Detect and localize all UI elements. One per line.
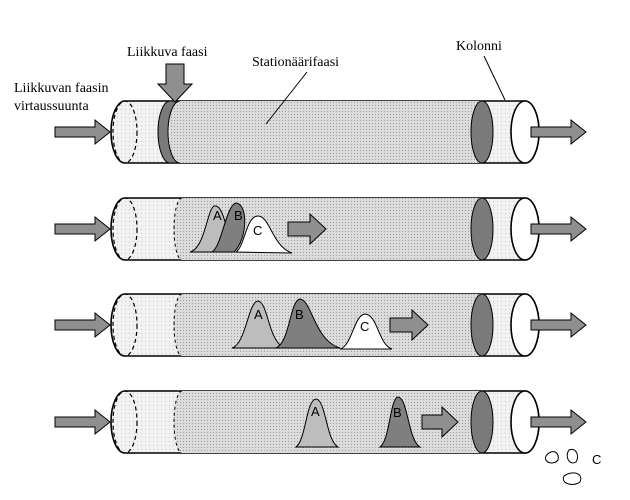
peak-a-label: A <box>213 208 222 223</box>
column-inlet-end <box>112 100 138 164</box>
peak-c-stage-2 <box>234 215 293 254</box>
flow-arrow-in <box>54 118 111 146</box>
stationary-phase-fill <box>170 101 482 163</box>
peak-b-stage-2 <box>210 202 246 253</box>
eluted-c-label: C <box>592 452 601 467</box>
peak-b-label: B <box>234 208 243 223</box>
peak-b-stage-4 <box>378 396 422 448</box>
column-pointer <box>483 55 506 101</box>
stationary-phase-pointer <box>265 71 308 125</box>
mobile-phase-arrow <box>156 63 194 103</box>
column-end-band <box>470 100 494 164</box>
peak-a-stage-3 <box>231 300 285 349</box>
movement-arrow-stage-2 <box>287 212 327 246</box>
peak-c-label: C <box>360 319 369 334</box>
peak-c-label: C <box>253 223 262 238</box>
peak-a-label: A <box>254 307 263 322</box>
flow-direction-label-line2: virtaussuunta <box>14 99 89 114</box>
stationary-phase-label: Stationäärifaasi <box>252 55 339 70</box>
peak-b-label: B <box>295 307 304 322</box>
column-stage-4: A B <box>54 390 587 454</box>
column-stage-3: A B C <box>54 293 587 357</box>
annotations: Liikkuva faasi Stationäärifaasi Kolonni … <box>14 39 506 125</box>
column-label: Kolonni <box>456 39 502 54</box>
mobile-phase-band <box>157 100 181 164</box>
peak-a-stage-4 <box>294 398 340 448</box>
mobile-phase-label: Liikkuva faasi <box>127 45 208 60</box>
flow-arrow-out <box>530 118 587 146</box>
column-stage-2: A B C <box>54 197 587 261</box>
peak-b-stage-3 <box>275 298 341 349</box>
eluted-c-droplets: C <box>544 448 601 485</box>
peak-c-stage-3 <box>339 313 393 350</box>
peak-a-label: A <box>311 404 320 419</box>
peak-b-label: B <box>393 405 402 420</box>
column-stage-1 <box>54 63 587 164</box>
flow-direction-label-line1: Liikkuvan faasin <box>14 81 108 96</box>
